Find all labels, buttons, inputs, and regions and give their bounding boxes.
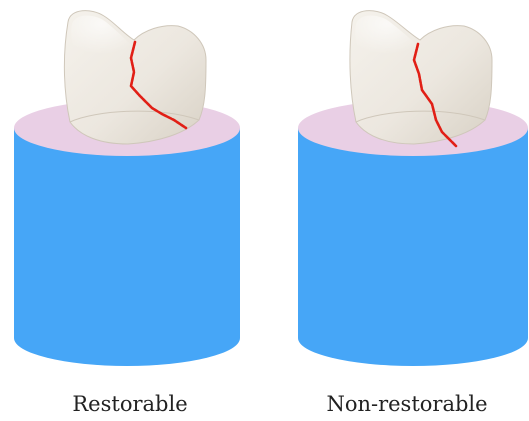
- restorable-label: Restorable: [20, 392, 240, 416]
- left-cylinder-body: [14, 128, 240, 366]
- right-cylinder-body: [298, 128, 528, 366]
- left-tooth-highlight: [71, 16, 132, 59]
- left-tooth: [64, 11, 206, 144]
- right-tooth: [350, 11, 492, 146]
- non-restorable-label: Non-restorable: [292, 392, 522, 416]
- right-specimen: [298, 11, 528, 366]
- left-specimen: [14, 11, 240, 366]
